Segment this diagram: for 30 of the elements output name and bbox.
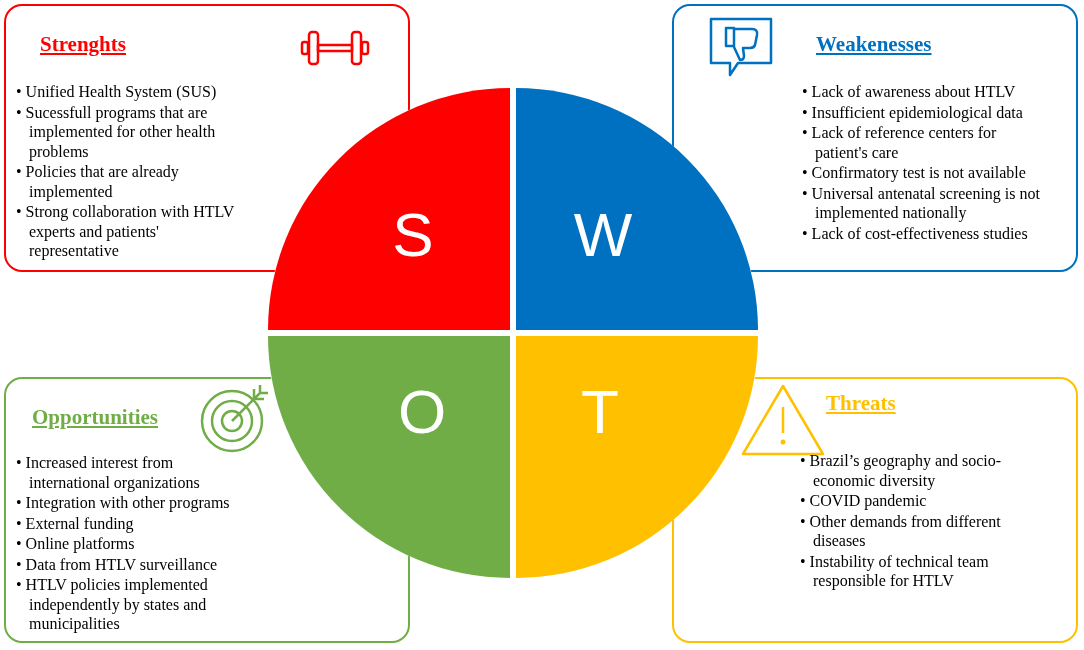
bullet-item: • Online platforms xyxy=(16,534,136,554)
bullet-item: • Lack of cost-effectiveness studies xyxy=(802,223,1029,243)
bullet-item: • Data from HTLV surveillance xyxy=(16,554,219,574)
panel-heading: Opportunities xyxy=(32,405,159,430)
quadrant-letter: W xyxy=(573,204,633,266)
bullet-item: • Brazil’s geography and socio-economic diversity xyxy=(800,451,1003,490)
text-panel xyxy=(672,377,1078,643)
bullet-item: • Unified Health System (SUS) xyxy=(16,82,218,102)
bullet-item: • COVID pandemic xyxy=(800,491,928,511)
bullet-item: • Policies that are already implemented xyxy=(16,162,180,201)
quadrant-letter: S xyxy=(392,204,434,266)
bullet-item: • Integration with other programs xyxy=(16,493,231,513)
panel-heading: Strenghts xyxy=(40,32,126,57)
bullet-item: • Confirmatory test is not available xyxy=(802,163,1027,183)
bullet-item: • Instability of technical team responsible for HTLV xyxy=(800,551,990,591)
bullet-item: • Lack of awareness about HTLV xyxy=(802,82,1017,102)
bullet-item: • Increased interest from international organizations xyxy=(16,453,201,492)
bullet-item: • Strong collaboration with HTLV experts and patients' representative xyxy=(16,202,236,261)
bullet-item: • HTLV policies implemented independently by states and municipalities xyxy=(16,575,209,634)
quadrant-letter: O xyxy=(397,381,447,443)
quadrant-letter: T xyxy=(581,381,619,443)
panel-heading: Threats xyxy=(826,391,896,416)
bullet-item: • Lack of reference centers for patient's care xyxy=(802,123,998,162)
bullet-item: • Universal antenatal screening is not implemented nationally xyxy=(802,183,1041,223)
bullet-item: • Insufficient epidemiological data xyxy=(802,102,1024,122)
panel-heading: Weakenesses xyxy=(816,32,932,57)
bullet-item: • External funding xyxy=(16,513,135,533)
bullet-item: • Sucessfull programs that are implemented for other health problems xyxy=(16,102,217,161)
text-panel xyxy=(672,4,1078,272)
bullet-item: • Other demands from different diseases xyxy=(800,511,1002,551)
